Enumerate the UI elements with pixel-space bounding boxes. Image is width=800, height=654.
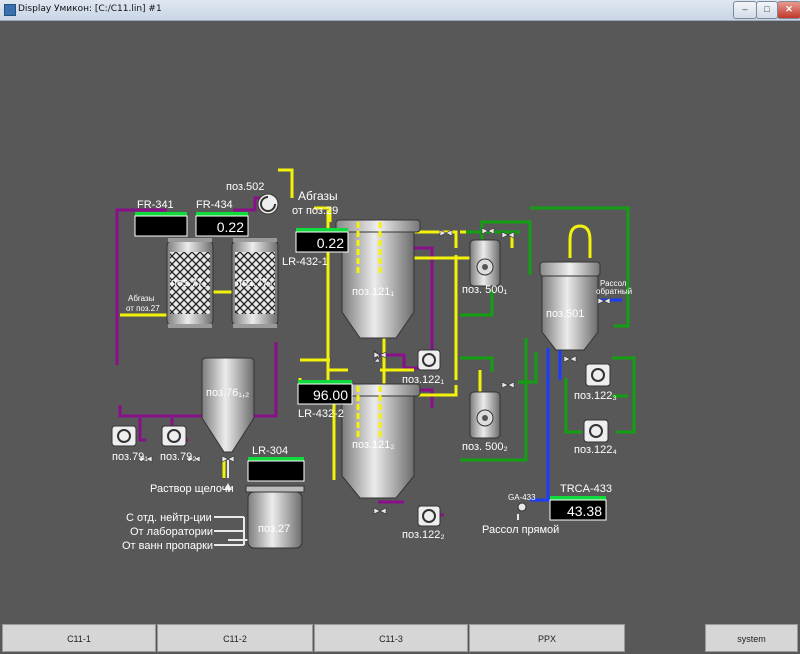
brine-return-line2: обратный	[596, 287, 632, 296]
p76-label: поз.76₁,₂	[206, 387, 249, 399]
offgas-27-line2: от поз.27	[126, 304, 160, 313]
lr432-2-tag: LR-432-2	[298, 408, 344, 420]
p122-1-label: поз.122₁	[402, 374, 444, 386]
fr341-display[interactable]	[134, 212, 188, 237]
p500-2-label: поз. 500₂	[462, 441, 508, 453]
scrubber-77-1[interactable]	[166, 238, 214, 328]
offgas-29-line1: Абгазы	[298, 189, 338, 203]
pump-79-2[interactable]	[161, 425, 187, 447]
reactor-121-1[interactable]	[335, 219, 421, 339]
close-button[interactable]: ✕	[777, 1, 800, 19]
screen-tabbar: C11-1 C11-2 C11-3 PPX system	[0, 624, 800, 654]
p500-1-label: поз. 500₁	[462, 284, 507, 296]
tab-c11-3[interactable]: C11-3	[314, 624, 468, 652]
tab-c11-1[interactable]: C11-1	[2, 624, 156, 652]
p79-2-label: поз.79₂	[160, 451, 197, 463]
lr432-1-display[interactable]	[295, 228, 349, 253]
separator-500-1[interactable]	[469, 239, 501, 287]
p122-2-label: поз.122₂	[402, 529, 445, 541]
brine-return-line1: Рассол	[600, 279, 627, 288]
lr304-display[interactable]	[247, 457, 305, 482]
pump-79-1[interactable]	[111, 425, 137, 447]
fr434-value: 0.22	[217, 219, 244, 235]
reactor-121-2[interactable]	[335, 383, 421, 499]
tab-c11-2[interactable]: C11-2	[157, 624, 313, 652]
alkali-arrow-icon	[224, 483, 232, 490]
pump-122-2[interactable]	[417, 505, 441, 527]
trca433-tag: TRCA-433	[560, 483, 612, 495]
tank-27[interactable]	[245, 485, 305, 549]
minimize-button[interactable]: –	[733, 1, 757, 19]
lr304-tag: LR-304	[252, 445, 288, 457]
tank-76[interactable]	[201, 357, 255, 453]
pump-122-3[interactable]	[585, 363, 611, 387]
window-titlebar: Display Умикон: [C:/C11.lin] #1 – □ ✕	[0, 0, 800, 21]
lr432-1-tag: LR-432-1	[282, 256, 328, 268]
maximize-button[interactable]: □	[756, 1, 778, 19]
app-icon	[4, 4, 16, 16]
from-neutr-label: С отд. нейтр-ции	[126, 512, 212, 524]
p77-2-label: поз.77₂	[236, 277, 273, 289]
pipes-blue	[530, 298, 622, 502]
tabbar-gap	[626, 624, 704, 654]
fr434-display[interactable]	[195, 212, 249, 237]
valves[interactable]	[139, 227, 611, 515]
fr341-tag: FR-341	[137, 199, 174, 211]
p121-2-label: поз.121₂	[352, 439, 395, 451]
trca433-value: 43.38	[567, 503, 602, 519]
mimic-display: 0.22 0.22 96.00 43.38 FR-341 FR-434 LR-4…	[0, 21, 800, 624]
p77-1-label: поз.77₁	[171, 277, 207, 289]
ga433-label: GA-433	[508, 493, 536, 502]
p122-4-label: поз.122₄	[574, 444, 617, 456]
process-scheme: 0.22 0.22 96.00 43.38 FR-341 FR-434 LR-4…	[111, 168, 636, 552]
alkali-solution-label: Раствор щелочи	[150, 483, 234, 495]
scrubber-77-2[interactable]	[231, 238, 279, 328]
tab-system[interactable]: system	[705, 624, 798, 652]
pipes-green	[460, 206, 636, 462]
offgas-27-line1: Абгазы	[128, 294, 155, 303]
p122-3-label: поз.122₃	[574, 390, 617, 402]
p502-label: поз.502	[226, 181, 264, 193]
ga-433-indicator[interactable]	[517, 502, 527, 512]
from-steam-baths-label: От ванн пропарки	[122, 540, 213, 552]
trca433-display[interactable]	[549, 496, 607, 521]
lr432-2-value: 96.00	[313, 387, 348, 403]
lr432-2-display[interactable]	[297, 380, 353, 405]
from-lab-label: От лаборатории	[130, 526, 213, 538]
tab-ppx[interactable]: PPX	[469, 624, 625, 652]
fr434-tag: FR-434	[196, 199, 233, 211]
p501-label: поз.501	[546, 308, 584, 320]
cooler-501[interactable]	[539, 224, 601, 351]
pump-502[interactable]	[257, 193, 279, 215]
lr432-1-value: 0.22	[317, 235, 344, 251]
brine-direct-label: Рассол прямой	[482, 524, 559, 536]
separator-500-2[interactable]	[469, 391, 501, 439]
window-title: Display Умикон: [C:/C11.lin] #1	[18, 4, 162, 14]
pump-122-1[interactable]	[417, 349, 441, 371]
p121-1-label: поз.121₁	[352, 286, 394, 298]
offgas-29-line2: от поз.29	[292, 205, 338, 217]
p79-1-label: поз.79₁	[112, 451, 148, 463]
p27-label: поз.27	[258, 523, 290, 535]
pump-122-4[interactable]	[583, 419, 609, 443]
